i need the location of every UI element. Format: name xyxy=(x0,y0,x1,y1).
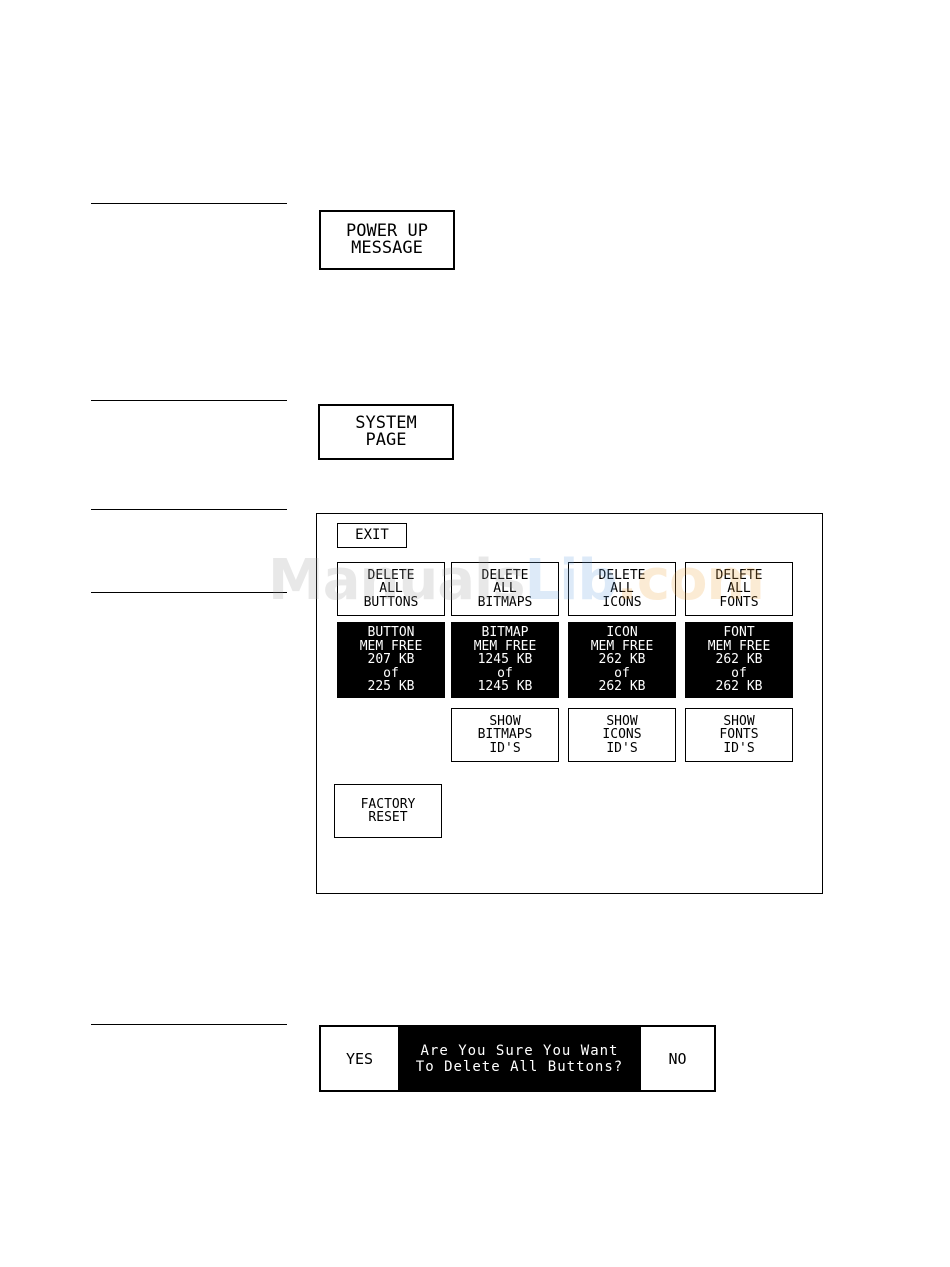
button-label-line: SHOW xyxy=(489,713,521,729)
panel-line: MEM FREE xyxy=(473,638,537,654)
exit-button[interactable]: EXIT xyxy=(337,523,407,548)
section-divider xyxy=(91,400,287,401)
delete-all-bitmaps-button[interactable]: DELETE ALL BITMAPS xyxy=(451,562,559,616)
delete-all-buttons-button[interactable]: DELETE ALL BUTTONS xyxy=(337,562,445,616)
section-divider xyxy=(91,509,287,510)
panel-line: BITMAP xyxy=(481,625,529,641)
power-up-message-button[interactable]: POWER UP MESSAGE xyxy=(319,210,455,270)
panel-line: ICON xyxy=(606,625,638,641)
button-label-line: ALL xyxy=(610,581,634,597)
panel-line: FONT xyxy=(723,625,755,641)
panel-line: 262 KB xyxy=(598,679,646,695)
button-label-line: FONTS xyxy=(719,594,759,610)
section-divider xyxy=(91,592,287,593)
button-label-line: FACTORY xyxy=(360,796,416,812)
panel-line: 207 KB xyxy=(367,652,415,668)
panel-line: of xyxy=(731,665,747,681)
confirm-message: Are You Sure You Want To Delete All Butt… xyxy=(398,1027,641,1090)
panel-line: BUTTON xyxy=(367,625,415,641)
button-label-line: SYSTEM xyxy=(355,413,417,433)
show-icons-ids-button[interactable]: SHOW ICONS ID'S xyxy=(568,708,676,762)
message-line: To Delete All Buttons? xyxy=(415,1058,624,1075)
panel-line: 1245 KB xyxy=(477,679,533,695)
message-line: Are You Sure You Want xyxy=(420,1042,619,1059)
no-label: NO xyxy=(668,1049,687,1068)
panel-line: 262 KB xyxy=(715,679,763,695)
factory-reset-button[interactable]: FACTORY RESET xyxy=(334,784,442,838)
panel-line: of xyxy=(383,665,399,681)
button-label-line: POWER UP xyxy=(346,221,428,241)
panel-line: 262 KB xyxy=(715,652,763,668)
button-label-line: SHOW xyxy=(606,713,638,729)
no-button[interactable]: NO xyxy=(641,1027,714,1090)
button-label-line: FONTS xyxy=(719,727,759,743)
show-fonts-ids-button[interactable]: SHOW FONTS ID'S xyxy=(685,708,793,762)
button-label-line: ID'S xyxy=(489,740,521,756)
font-memory-panel: FONT MEM FREE 262 KB of 262 KB xyxy=(685,622,793,698)
button-memory-panel: BUTTON MEM FREE 207 KB of 225 KB xyxy=(337,622,445,698)
button-label-line: DELETE xyxy=(715,567,763,583)
panel-line: of xyxy=(497,665,513,681)
show-bitmaps-ids-button[interactable]: SHOW BITMAPS ID'S xyxy=(451,708,559,762)
icon-memory-panel: ICON MEM FREE 262 KB of 262 KB xyxy=(568,622,676,698)
button-label-line: ID'S xyxy=(606,740,638,756)
button-label-line: ID'S xyxy=(723,740,755,756)
section-divider xyxy=(91,203,287,204)
panel-line: MEM FREE xyxy=(590,638,654,654)
button-label-line: RESET xyxy=(368,810,408,825)
button-label-line: ALL xyxy=(727,581,751,597)
delete-all-icons-button[interactable]: DELETE ALL ICONS xyxy=(568,562,676,616)
confirm-delete-dialog: YES Are You Sure You Want To Delete All … xyxy=(319,1025,716,1092)
section-divider xyxy=(91,1024,287,1025)
panel-line: 225 KB xyxy=(367,679,415,695)
button-label-line: ALL xyxy=(493,581,517,597)
system-page-button[interactable]: SYSTEM PAGE xyxy=(318,404,454,460)
panel-line: 262 KB xyxy=(598,652,646,668)
button-label-line: ICONS xyxy=(602,727,642,743)
panel-line: MEM FREE xyxy=(707,638,771,654)
button-label-line: BUTTONS xyxy=(363,594,419,610)
button-label-line: BITMAPS xyxy=(477,727,533,743)
button-label-line: DELETE xyxy=(598,567,646,583)
button-label-line: ICONS xyxy=(602,594,642,610)
button-label-line: SHOW xyxy=(723,713,755,729)
button-label-line: MESSAGE xyxy=(351,238,423,258)
panel-line: MEM FREE xyxy=(359,638,423,654)
button-label-line: ALL xyxy=(379,581,403,597)
panel-line: 1245 KB xyxy=(477,652,533,668)
panel-line: of xyxy=(614,665,630,681)
button-label-line: DELETE xyxy=(481,567,529,583)
button-label-line: PAGE xyxy=(365,430,407,450)
delete-all-fonts-button[interactable]: DELETE ALL FONTS xyxy=(685,562,793,616)
yes-button[interactable]: YES xyxy=(321,1027,398,1090)
button-label-line: BITMAPS xyxy=(477,594,533,610)
button-label-line: DELETE xyxy=(367,567,415,583)
bitmap-memory-panel: BITMAP MEM FREE 1245 KB of 1245 KB xyxy=(451,622,559,698)
exit-label: EXIT xyxy=(355,526,389,543)
yes-label: YES xyxy=(345,1049,374,1068)
system-page-screen xyxy=(316,513,823,894)
